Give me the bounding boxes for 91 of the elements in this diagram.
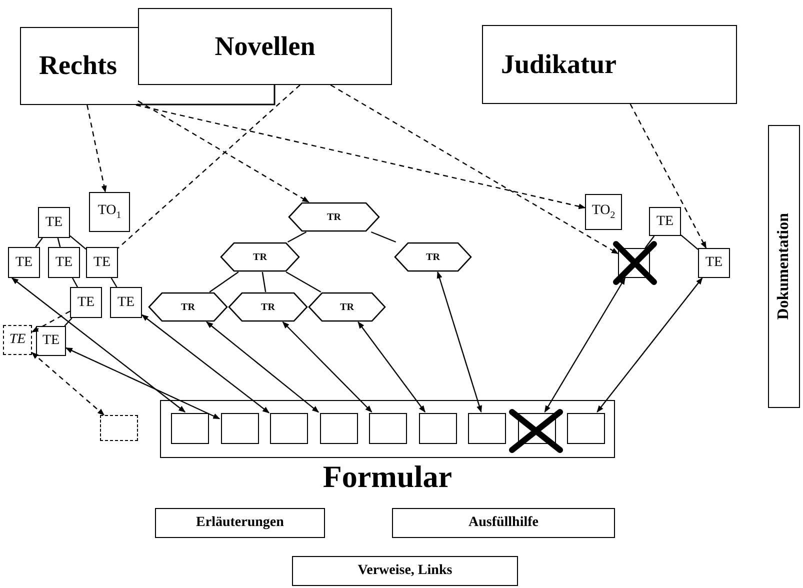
- empty-box: [418, 413, 456, 444]
- node-label: TR: [181, 302, 195, 312]
- connector-line: [118, 84, 300, 249]
- node-label: TE: [656, 214, 674, 230]
- element-box: [698, 248, 730, 278]
- hexagon-node: [288, 202, 380, 232]
- node-label: TR: [327, 212, 341, 222]
- source-box: [482, 25, 737, 104]
- node-label: TE: [55, 254, 73, 270]
- empty-box: [320, 413, 358, 444]
- node-label: TE: [9, 332, 26, 348]
- node-label: Judikatur: [501, 50, 617, 80]
- connector-line: [35, 238, 43, 248]
- node-label: Ausfüllhilfe: [468, 515, 538, 531]
- form-title: Formular: [322, 460, 454, 494]
- connector-line: [110, 278, 118, 288]
- arrow: [630, 104, 707, 249]
- node-label: Erläuterungen: [196, 515, 284, 531]
- arrow: [31, 352, 105, 416]
- element-box: [585, 194, 622, 230]
- connector-line: [370, 231, 396, 243]
- hexagon-node: [228, 292, 308, 322]
- arrow: [138, 100, 310, 203]
- element-box: [86, 247, 118, 278]
- arrow: [136, 104, 586, 210]
- node-label: Dokumentation: [775, 213, 793, 320]
- node-label: TE: [705, 255, 723, 271]
- connector-line: [680, 234, 698, 250]
- connector-line: [286, 271, 322, 293]
- empty-box: [618, 248, 650, 278]
- node-label: TE: [15, 254, 33, 270]
- arrow: [86, 104, 107, 193]
- arrow: [31, 310, 70, 333]
- hexagon-node: [308, 292, 386, 322]
- empty-box: [567, 413, 605, 444]
- node-label: TO$_{2}$: [592, 202, 616, 222]
- connector-line: [262, 272, 266, 292]
- node-label: TR: [253, 252, 267, 262]
- arrow: [436, 271, 482, 413]
- node-label: TO$_{1}$: [98, 202, 122, 222]
- connector-line: [72, 278, 78, 288]
- arrow: [358, 321, 426, 413]
- empty-box: [468, 413, 506, 444]
- node-label: TR: [261, 302, 275, 312]
- arrow: [282, 322, 372, 412]
- connector-line: [644, 236, 655, 248]
- element-box: [8, 247, 40, 278]
- node-label: TE: [45, 214, 63, 230]
- node-label: Rechts: [39, 51, 117, 81]
- side-panel: [768, 125, 800, 408]
- element-box: [110, 287, 142, 318]
- arrow: [141, 314, 270, 414]
- node-label: TE: [93, 254, 111, 270]
- connector-line: [64, 318, 72, 326]
- empty-box: [220, 413, 258, 444]
- info-box: [155, 508, 325, 538]
- hexagon-node: [148, 292, 228, 322]
- connector-line: [287, 231, 307, 243]
- empty-box: [369, 413, 407, 444]
- node-label: TE: [77, 294, 95, 310]
- info-box: [292, 556, 518, 586]
- node-label: Verweise, Links: [358, 563, 452, 579]
- arrow: [11, 278, 186, 412]
- node-label: TR: [426, 252, 440, 262]
- element-box: [38, 207, 70, 238]
- arrow: [544, 277, 626, 413]
- node-label: TE: [42, 333, 60, 349]
- connector-line: [70, 235, 86, 250]
- connector-line: [57, 238, 61, 248]
- node-label: TR: [340, 302, 354, 312]
- arrow: [65, 347, 220, 420]
- empty-box: [518, 413, 556, 444]
- element-box: [70, 287, 102, 318]
- info-box: [392, 508, 615, 538]
- arrow: [330, 84, 619, 254]
- hexagon-node: [220, 242, 300, 272]
- connector-line: [209, 272, 239, 292]
- element-box: [89, 192, 130, 232]
- arrow: [596, 277, 703, 413]
- empty-box: [100, 415, 138, 441]
- source-box: [138, 8, 392, 85]
- element-box: [36, 326, 66, 356]
- element-box: [48, 247, 80, 278]
- empty-box: [171, 413, 209, 444]
- element-box: [3, 325, 32, 355]
- arrow: [206, 322, 320, 413]
- empty-box: [270, 413, 308, 444]
- hexagon-node: [394, 242, 472, 272]
- node-label: TE: [117, 294, 135, 310]
- node-label: Novellen: [214, 32, 316, 62]
- element-box: [649, 207, 681, 236]
